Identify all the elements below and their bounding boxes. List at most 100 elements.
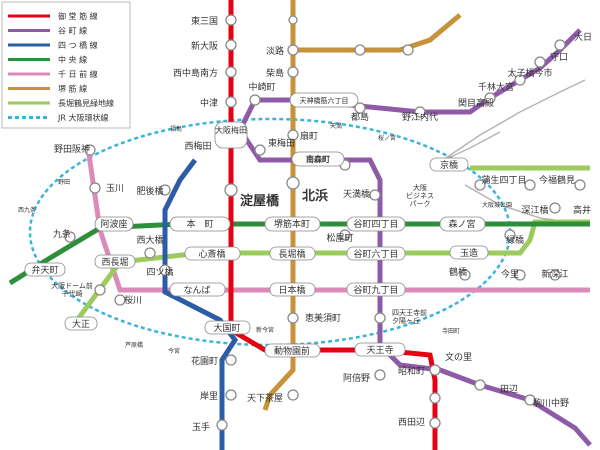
tanimachi6-box (346, 246, 406, 261)
jr-label-noda: 野田 (58, 178, 70, 186)
station-label-fukaebashi: 深江橋 (521, 204, 548, 216)
station-marker (287, 66, 299, 78)
station-label-tanabe: 田辺 (500, 384, 518, 395)
station-marker (225, 389, 237, 401)
station-label-yotsubashi: 四ツ橋 (146, 266, 173, 278)
station-label-shinfukae: 新深江 (541, 268, 568, 280)
station-label-dainichi: 大日 (574, 31, 592, 43)
station-marker (114, 294, 126, 306)
nagahoribashi-box (269, 246, 316, 261)
tanimachi4-box (346, 216, 406, 232)
jr-label-shinimamiya: 新今宮 (256, 326, 274, 334)
station-label-tengachaya: 天下茶屋 (247, 392, 283, 404)
station-label-showacho: 昭和町 (398, 366, 425, 377)
legend-label-midosuji: 御 堂 筋 線 (58, 11, 98, 21)
station-label-tanimachi4: 谷町四丁目 (353, 219, 398, 230)
station-marker (159, 184, 171, 196)
station-marker (159, 264, 171, 276)
jr-label-teradacho: 寺田町 (442, 327, 460, 335)
station-marker (374, 312, 386, 324)
tanimachi-line (237, 28, 592, 447)
namba-box (169, 282, 226, 297)
yotsubashi-line (162, 158, 239, 450)
station-label-nakazakicho: 中崎町 (248, 81, 275, 93)
station-label-nishitanabe: 西田辺 (398, 417, 425, 428)
station-label-hanazonocho: 花園町 (191, 355, 218, 367)
station-label-kitahama: 北浜 (302, 188, 328, 204)
station-label-miyakojima: 都島 (351, 111, 369, 123)
station-label-kujo: 九条 (53, 228, 71, 240)
legend-label-yotsubashi: 四 つ 橋 線 (58, 40, 98, 50)
station-marker (287, 389, 299, 401)
station-marker (287, 312, 299, 324)
station-label-namba: なんば (183, 285, 210, 296)
legend-label-sennichimae: 千 日 前 線 (58, 69, 98, 79)
station-marker (429, 364, 441, 376)
awaza-box (94, 216, 134, 232)
station-label-awaza: 阿波座 (100, 218, 127, 230)
station-marker (429, 417, 441, 429)
nishinagahori-box (94, 254, 136, 269)
sennichimae-line (85, 147, 590, 293)
station-marker (474, 179, 486, 191)
station-marker (414, 106, 426, 118)
station-label-nagahoribashi: 長堀橋 (278, 248, 305, 260)
station-marker (549, 269, 561, 281)
station-marker (549, 202, 561, 214)
station-marker (225, 39, 237, 51)
station-label-bunnosato: 文の里 (445, 351, 472, 363)
station-labels: 東三国 新大阪 西中島南方 中津 淀屋橋 北浜 淡路 柴島 扇町 中崎町 東梅田… (51, 15, 592, 433)
station-label-noe: 野江内代 (402, 111, 438, 123)
jr-label-fukushima: 福島 (170, 125, 182, 133)
daikokucho-box (204, 320, 251, 335)
station-label-matsuyamachi: 松屋町 (326, 232, 353, 244)
station-marker (225, 14, 237, 26)
station-label-honmachi: 本 町 (186, 218, 213, 230)
station-label-nakatsu: 中津 (200, 97, 218, 109)
station-marker (254, 144, 266, 156)
shinsaibashi-box (184, 246, 241, 261)
station-marker (216, 419, 228, 431)
station-label-nodahanshin: 野田阪神 (54, 143, 90, 155)
station-marker (354, 44, 366, 56)
station-label-nipponbashi: 日本橋 (278, 284, 305, 296)
station-marker (288, 15, 298, 25)
station-label-higashiumeda: 東梅田 (268, 137, 295, 149)
station-marker (339, 229, 351, 241)
legend-label-nagahori: 長堀鶴見緑地線 (58, 98, 114, 108)
jr-loop-labels: 福島 天満 桜ノ宮 野田 西九条 大阪城公園 寺田町 新今宮 今宮 芦原橋 (18, 122, 512, 355)
station-label-boxes: 大阪梅田 本 町 心斎橋 なんば 大国町 動物園前 天王寺 堺筋本町 長堀橋 日… (24, 92, 489, 358)
station-marker (224, 183, 238, 197)
station-label-moriguchi: 守口 (550, 51, 568, 63)
jr-label-ashiharabashi: 芦原橋 (125, 341, 143, 349)
nipponbashi-box (269, 282, 316, 297)
station-marker (94, 284, 106, 296)
station-marker (144, 247, 156, 259)
legend-label-chuo: 中 央 線 (58, 55, 87, 65)
station-label-sakuragawa: 桜川 (124, 294, 142, 306)
tenroku-box (289, 92, 359, 108)
station-label-kyobashi: 京橋 (440, 159, 458, 171)
station-marker (524, 179, 536, 191)
station-marker (249, 94, 261, 106)
station-marker (504, 229, 516, 241)
station-label-shinsaibashi: 心斎橋 (198, 248, 225, 260)
station-label-sakaisujihonmachi: 堺筋本町 (274, 218, 310, 230)
station-label-takaida: 高井 (573, 204, 591, 216)
station-markers (64, 14, 586, 431)
station-marker (287, 129, 299, 141)
kyobashi-box (429, 157, 469, 172)
station-marker (514, 269, 526, 281)
station-marker (225, 354, 237, 366)
station-marker (89, 182, 101, 194)
midosuji-line (228, 0, 438, 450)
station-label-komagawa: 駒川中野 (533, 397, 569, 409)
station-label-morinomiya: 森ノ宮 (448, 218, 475, 230)
morinomiya-box (439, 216, 486, 232)
station-label-osakabiz: 大阪ビジネスパーク (406, 183, 434, 208)
station-label-minamimorimachi: 南森町 (306, 154, 330, 164)
station-label-ebisucho: 恵美須町 (305, 312, 341, 324)
station-label-nishinagahori: 西長堀 (101, 257, 128, 268)
tennoji-box (354, 342, 406, 357)
station-label-ogimachi: 扇町 (300, 130, 318, 142)
